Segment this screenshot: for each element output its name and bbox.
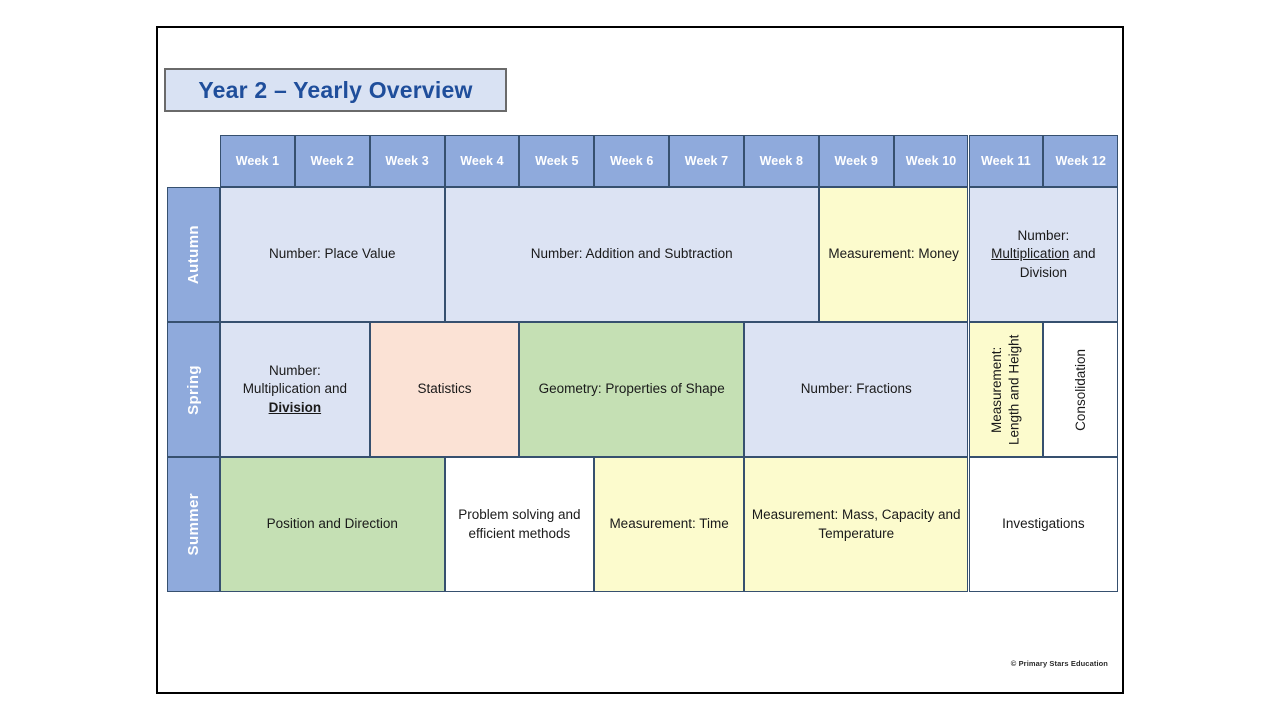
- topic-cell[interactable]: Consolidation: [1043, 322, 1119, 457]
- topic-cell-label: Statistics: [417, 381, 472, 397]
- topic-cell-label: Problem solving and efficient methods: [458, 507, 581, 541]
- topic-cell-label: Number: Place Value: [268, 246, 396, 262]
- week-header-12: Week 12: [1043, 135, 1119, 187]
- week-header-1: Week 1: [220, 135, 295, 187]
- topic-cell[interactable]: Statistics: [369, 322, 520, 457]
- week-header-6: Week 6: [594, 135, 670, 187]
- topic-cell[interactable]: Number: Addition and Subtraction: [444, 187, 819, 322]
- season-label-summer: Summer: [167, 457, 220, 592]
- topic-cell-label: Number: Addition and Subtraction: [530, 246, 733, 262]
- topic-cell[interactable]: Measurement: Money: [818, 187, 969, 322]
- week-header-3: Week 3: [369, 135, 445, 187]
- topic-cell[interactable]: Position and Direction: [220, 457, 445, 592]
- season-label-text: Autumn: [185, 224, 202, 285]
- week-header-8: Week 8: [743, 135, 819, 187]
- topic-cell-label: Measurement: Mass, Capacity and Temperat…: [751, 507, 961, 541]
- topic-cell-label: Measurement: Length and Height: [989, 334, 1022, 445]
- topic-cell-label: Investigations: [1002, 516, 1085, 532]
- topic-cell[interactable]: Measurement: Mass, Capacity and Temperat…: [743, 457, 969, 592]
- topic-cell[interactable]: Measurement: Length and Height: [968, 322, 1044, 457]
- topic-cell[interactable]: Number: Place Value: [220, 187, 445, 322]
- week-header-5: Week 5: [519, 135, 595, 187]
- topic-cell-label: Consolidation: [1072, 348, 1088, 431]
- season-label-spring: Spring: [167, 322, 220, 457]
- topic-cell-label: Measurement: Money: [828, 246, 959, 262]
- season-label-autumn: Autumn: [167, 187, 220, 322]
- season-label-text: Summer: [185, 493, 202, 556]
- week-header-10: Week 10: [893, 135, 969, 187]
- week-header-11: Week 11: [968, 135, 1044, 187]
- copyright-notice: © Primary Stars Education: [1010, 659, 1108, 668]
- season-label-text: Spring: [185, 364, 202, 415]
- topic-cell[interactable]: Number: Fractions: [743, 322, 969, 457]
- topic-cell-label: Geometry: Properties of Shape: [538, 381, 725, 397]
- week-header-4: Week 4: [444, 135, 520, 187]
- topic-cell-label: Measurement: Time: [609, 516, 729, 532]
- week-header-7: Week 7: [669, 135, 744, 187]
- topic-cell[interactable]: Measurement: Time: [594, 457, 744, 592]
- week-header-9: Week 9: [818, 135, 894, 187]
- topic-cell-label: Number: Fractions: [800, 381, 912, 397]
- topic-cell[interactable]: Geometry: Properties of Shape: [519, 322, 744, 457]
- topic-cell[interactable]: Investigations: [968, 457, 1119, 592]
- topic-cell[interactable]: Problem solving and efficient methods: [444, 457, 595, 592]
- week-header-2: Week 2: [294, 135, 370, 187]
- page-title-text: Year 2 – Yearly Overview: [198, 76, 473, 103]
- topic-cell-label: Position and Direction: [266, 516, 398, 532]
- page-title: Year 2 – Yearly Overview: [164, 68, 507, 112]
